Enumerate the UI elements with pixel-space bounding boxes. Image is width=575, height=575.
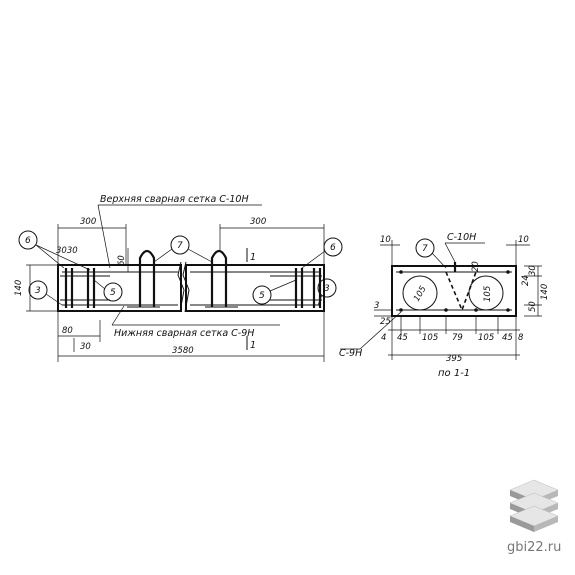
callout-3-left-circle	[28, 280, 48, 300]
callout-7-section: 7	[422, 244, 428, 254]
callout-6-right-circle	[323, 237, 343, 257]
callout-7-left: 7	[177, 241, 183, 251]
beam-right-outline	[185, 264, 325, 312]
callout-3-right-circle	[317, 278, 337, 298]
mesh-top-section-label: С-10Н	[447, 232, 476, 243]
beam-left-outline	[57, 264, 182, 312]
circle-dim-left: 105	[412, 284, 429, 303]
sec-dim-8: 8	[518, 333, 524, 343]
callout-3-right: 3	[324, 284, 330, 294]
dim-140-front: 140	[14, 280, 24, 296]
sec-dim-10-right: 10	[518, 235, 529, 245]
sec-dim-24: 24	[521, 275, 531, 286]
callout-5-left-circle	[103, 282, 123, 302]
callout-6-left: 6	[25, 236, 31, 246]
sec-dim-105-left: 105	[422, 333, 438, 343]
callout-3-left: 3	[35, 286, 41, 296]
callout-5-right-circle	[252, 285, 272, 305]
callout-7-section-circle	[415, 238, 435, 258]
watermark-site-text: gbi22.ru	[507, 540, 562, 555]
sec-dim-3: 3	[374, 301, 379, 311]
section-mark-top: 1	[250, 252, 256, 263]
sec-dim-4: 4	[381, 333, 386, 343]
lifting-loop-left	[138, 249, 156, 307]
callout-6-left-circle	[18, 230, 38, 250]
sec-dim-45-right: 45	[502, 333, 513, 343]
dim-30-front: 30	[80, 342, 91, 352]
dim-3580: 3580	[172, 346, 194, 356]
dim-300-right: 300	[250, 217, 266, 227]
dim-60: 60	[117, 255, 127, 266]
mesh-bottom-section-label: С-9Н	[339, 348, 362, 359]
break-line-left	[177, 261, 185, 313]
circle-dim-right: 105	[483, 286, 493, 302]
sec-dim-50: 50	[528, 301, 538, 312]
front-view: Верхняя сварная сетка С-10Н Нижняя сварн…	[14, 194, 343, 362]
section-caption: по 1-1	[438, 368, 470, 379]
section-view: 10 10 С-10Н 7 20 30 24 140 50 3 25 4 45 …	[339, 232, 550, 379]
top-mesh-label: Верхняя сварная сетка С-10Н	[100, 194, 249, 205]
section-outline	[391, 265, 517, 317]
sec-dim-10-left: 10	[380, 235, 391, 245]
dim-80: 80	[62, 326, 73, 336]
sec-dim-30-top: 30	[528, 265, 538, 276]
section-mark-bottom: 1	[250, 340, 256, 351]
dim-300-left: 300	[80, 217, 96, 227]
callout-7-left-circle	[170, 235, 190, 255]
lifting-loop-right	[210, 249, 228, 307]
callout-5-right: 5	[259, 291, 265, 301]
dim-3030: 3030	[56, 246, 78, 256]
sec-dim-105-right: 105	[478, 333, 494, 343]
sec-dim-395: 395	[446, 354, 462, 364]
break-line-right	[182, 261, 190, 313]
stacked-slabs-logo-icon	[509, 479, 559, 532]
sec-dim-20: 20	[471, 261, 481, 272]
sec-dim-45-left: 45	[397, 333, 408, 343]
callout-5-left: 5	[110, 288, 116, 298]
sec-dim-79: 79	[452, 333, 463, 343]
sec-dim-140: 140	[540, 284, 550, 300]
sec-dim-25: 25	[380, 317, 391, 327]
diagonal-rebar	[445, 271, 477, 313]
bottom-mesh-label: Нижняя сварная сетка С-9Н	[114, 328, 254, 339]
callout-6-right: 6	[330, 243, 336, 253]
